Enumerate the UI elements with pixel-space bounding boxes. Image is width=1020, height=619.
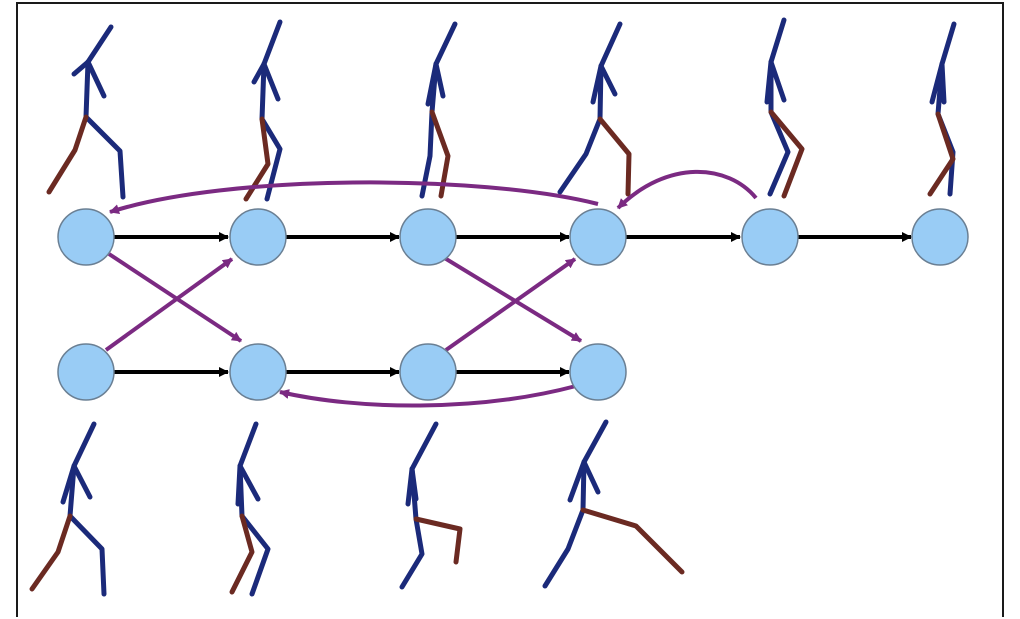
- transition-arrow-t1-b2: [107, 252, 243, 343]
- node-top-1: [57, 208, 115, 266]
- pose-figure: [542, 419, 685, 589]
- pose-figure: [399, 421, 463, 590]
- diagram-frame: [16, 2, 1004, 617]
- pose-figure: [243, 19, 283, 202]
- node-top-5: [741, 208, 799, 266]
- node-bottom-2: [229, 343, 287, 401]
- node-top-6: [911, 208, 969, 266]
- pose-figure: [29, 421, 107, 597]
- motion-graph-diagram: [29, 17, 969, 597]
- pose-figure: [927, 21, 957, 197]
- transition-arrows: [104, 169, 758, 408]
- node-top-3: [399, 208, 457, 266]
- node-bottom-1: [57, 343, 115, 401]
- nodes: [57, 208, 969, 401]
- node-bottom-3: [399, 343, 457, 401]
- transition-arrow-t4-t1: [109, 180, 599, 215]
- pose-figure: [229, 421, 271, 597]
- node-top-2: [229, 208, 287, 266]
- transition-arrow-b3-t4: [444, 257, 577, 352]
- bottom-figures: [29, 419, 685, 597]
- transition-arrow-t5-t4: [616, 169, 758, 210]
- top-figures: [46, 17, 957, 202]
- sequence-arrows: [114, 232, 912, 377]
- pose-figure: [557, 21, 632, 197]
- pose-figure: [419, 21, 458, 199]
- pose-figure: [46, 24, 126, 200]
- transition-arrow-b4-b2: [279, 384, 577, 408]
- transition-arrow-b1-t2: [104, 257, 234, 352]
- pose-figure: [764, 17, 805, 199]
- node-bottom-4: [569, 343, 627, 401]
- transition-arrow-t3-b4: [436, 252, 583, 343]
- node-top-4: [569, 208, 627, 266]
